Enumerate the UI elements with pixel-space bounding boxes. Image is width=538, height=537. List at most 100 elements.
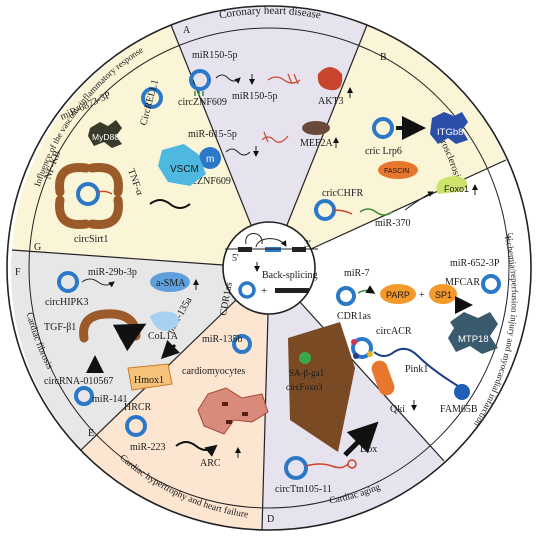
circznf609-icon-top bbox=[189, 69, 211, 91]
F-mir29b: miR-29b-3p bbox=[88, 267, 137, 278]
akt3-shape bbox=[317, 67, 343, 91]
cdr1as-icon-C bbox=[336, 286, 356, 306]
mtp18-shape bbox=[448, 312, 498, 354]
B-foxo1: Foxo1 bbox=[444, 184, 469, 194]
center-back-splicing-label: Back-splicing bbox=[262, 270, 318, 281]
D-sa-beta-gal: SA-β-ga1 bbox=[289, 368, 324, 378]
F-a-sma: a-SMA bbox=[156, 278, 186, 289]
hmox1-shape bbox=[127, 363, 173, 391]
C-mir7: miR-7 bbox=[344, 268, 370, 279]
section-B-letter: B bbox=[380, 52, 387, 63]
C-sp1: SP1 bbox=[435, 290, 452, 300]
itgb8-shape bbox=[430, 112, 468, 144]
A-mir150-top: miR150-5p bbox=[192, 50, 238, 61]
E-mir223: miR-223 bbox=[130, 442, 166, 453]
a-sma-shape bbox=[150, 272, 190, 292]
sa-beta-gal-marker bbox=[299, 352, 311, 364]
circacr-icon bbox=[351, 337, 373, 359]
D-circttn: circTtn105-11 bbox=[275, 484, 332, 495]
circsirt1-icon bbox=[76, 182, 100, 206]
A-mef2a: MEF2A bbox=[300, 138, 334, 149]
B-cricchfr: cricCHFR bbox=[322, 188, 363, 199]
C-mir652: miR-652-3P bbox=[450, 258, 500, 269]
F-circrna-010567: circRNA-010567 bbox=[44, 376, 113, 387]
B-cric-lrp6: cric Lrp6 bbox=[365, 146, 402, 157]
section-A-letter: A bbox=[183, 25, 191, 36]
E-mir135b: miR-135b bbox=[202, 334, 243, 345]
F-mir141: miR-141 bbox=[92, 394, 128, 405]
circrna-010567-icon bbox=[74, 386, 94, 406]
C-plus: + bbox=[419, 290, 425, 301]
myd88-shape bbox=[88, 120, 122, 148]
F-tgf: TGF-β1 bbox=[44, 322, 76, 333]
section-C-letter: C bbox=[507, 232, 514, 243]
center-3prime: 3' bbox=[304, 239, 311, 250]
C-fam65b: FAM65B bbox=[440, 404, 478, 415]
parp-shape bbox=[380, 284, 416, 304]
sector-F: miR-29b-3p circHIPK3 a-SMA TGF-β1 CoL1A … bbox=[44, 267, 199, 406]
sector-B: cric Lrp6 ITGb8 FASCIN cricCHFR miR-370 … bbox=[314, 112, 478, 229]
A-circznf609-top: circZNF609 bbox=[178, 97, 227, 108]
C-mtp18: MTP18 bbox=[458, 334, 489, 345]
E-arc: ARC bbox=[200, 458, 221, 469]
cric-lrp6-icon bbox=[372, 117, 394, 139]
circttn-icon bbox=[284, 456, 308, 480]
section-G-letter: G bbox=[34, 242, 41, 253]
mfcar-icon bbox=[481, 274, 501, 294]
G-circsirt1: circSirt1 bbox=[74, 234, 108, 245]
G-vscm: VSCM bbox=[170, 164, 199, 175]
center-plus: + bbox=[261, 285, 267, 297]
C-mfcar: MFCAR bbox=[445, 277, 480, 288]
E-hmox1: Hmox1 bbox=[134, 375, 164, 386]
D-dox: Dox bbox=[360, 444, 377, 455]
center-back-splicing: 5' 3' Back-splicing + bbox=[225, 233, 318, 299]
hrcr-icon bbox=[125, 415, 147, 437]
section-F-letter: F bbox=[15, 267, 21, 278]
inner-title-ring bbox=[28, 27, 510, 509]
fascin-shape bbox=[378, 161, 418, 179]
sector-bg-G bbox=[12, 25, 269, 268]
A-mir150-right: miR150-5p bbox=[232, 91, 278, 102]
A-akt3: AKT3 bbox=[318, 96, 344, 107]
B-fascin: FASCIN bbox=[384, 168, 409, 175]
center-5prime: 5' bbox=[232, 253, 239, 264]
G-myd88: MyD88 bbox=[92, 132, 119, 142]
circrell1-icon bbox=[141, 87, 163, 109]
outer-ring bbox=[6, 5, 532, 531]
center-disc bbox=[222, 221, 316, 315]
E-hrcr: HRCR bbox=[124, 402, 152, 413]
section-E-letter: E bbox=[88, 428, 94, 439]
circznf609-m-icon bbox=[199, 147, 221, 169]
sector-A: miR150-5p circZNF609 miR150-5p AKT3 miR-… bbox=[178, 50, 353, 187]
A-m-mark: m bbox=[206, 154, 214, 165]
center-circrna-icon bbox=[238, 281, 256, 299]
sector-bg-B bbox=[269, 25, 506, 268]
col1a-shape bbox=[150, 311, 179, 331]
C-circacr: circACR bbox=[376, 326, 412, 337]
A-circznf609-bottom: circZNF609 bbox=[182, 176, 231, 187]
vscm-shape bbox=[158, 144, 206, 186]
A-mir615: miR-615-5p bbox=[188, 129, 237, 140]
F-col1a: CoL1A bbox=[148, 331, 179, 342]
C-cdr1as: CDR1as bbox=[337, 311, 371, 322]
D-qki: Qki bbox=[390, 404, 405, 415]
section-A-title: Coronary heart disease bbox=[218, 5, 322, 22]
sp1-shape bbox=[429, 284, 457, 304]
C-pink1: Pink1 bbox=[405, 364, 428, 375]
F-circhipk3: circHIPK3 bbox=[45, 297, 88, 308]
B-mir370: miR-370 bbox=[375, 218, 411, 229]
E-cardiomyocytes: cardiomyocytes bbox=[182, 366, 245, 377]
sector-backgrounds bbox=[11, 5, 530, 531]
cardiomyocytes-shape bbox=[197, 387, 269, 435]
sector-D: SA-β-ga1 circFoxo3 Qki Dox circTtn105-11 bbox=[275, 322, 417, 495]
fam65b-shape bbox=[454, 384, 470, 400]
mef2a-shape bbox=[302, 121, 330, 135]
qki-shape bbox=[371, 360, 395, 396]
sector-C: MFCAR miR-7 CDR1as PARP + SP1 miR-652-3P… bbox=[336, 258, 501, 415]
sector-bg-E bbox=[81, 268, 269, 530]
section-D-letter: D bbox=[267, 514, 274, 525]
C-parp: PARP bbox=[386, 290, 410, 300]
D-circfoxo3: circFoxo3 bbox=[286, 382, 323, 392]
